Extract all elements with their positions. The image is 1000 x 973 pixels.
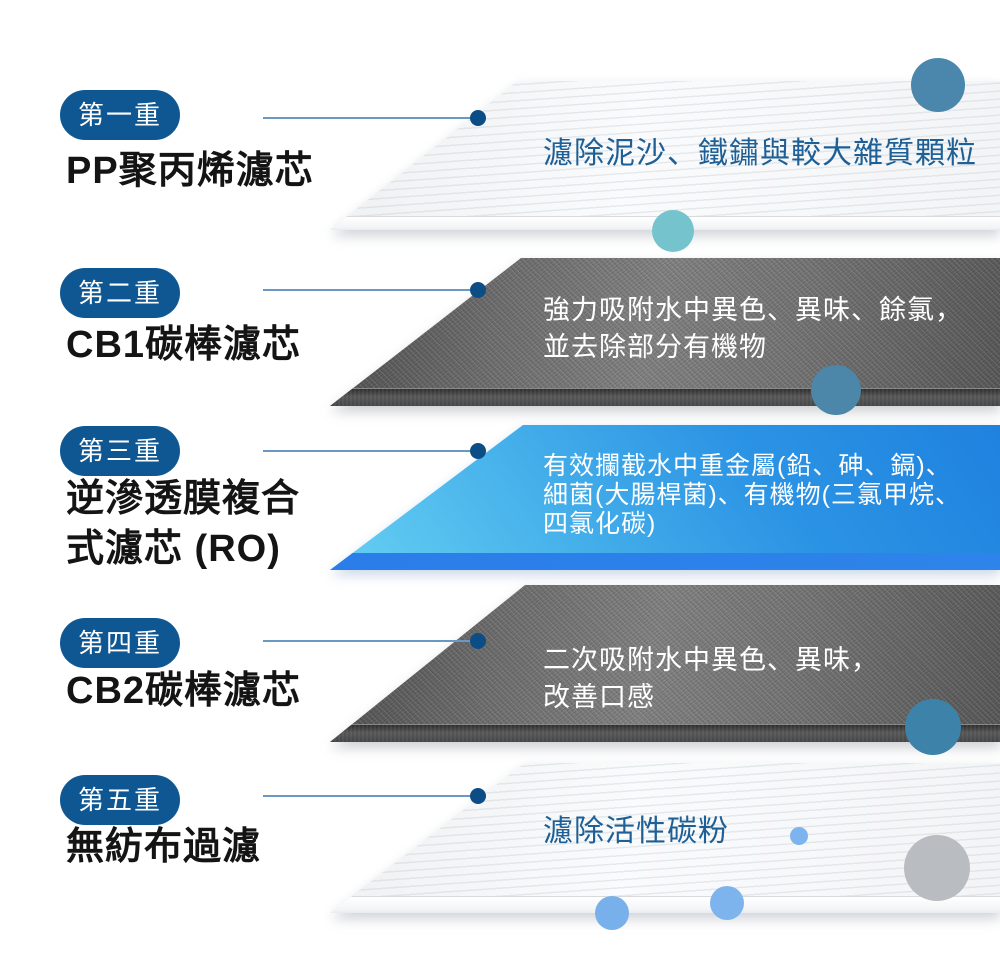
decorative-bubble-steel-blue-top (911, 58, 965, 112)
stage4-description-line1: 二次吸附水中異色、異味， (543, 645, 879, 675)
layer-graphic-stage4 (330, 585, 1000, 742)
stage3-connector-dot (470, 443, 486, 459)
stage2-badge: 第二重 (60, 268, 180, 318)
stage2-description-line2: 並去除部分有機物 (543, 332, 767, 362)
decorative-bubble-steel-blue-lower (905, 699, 961, 755)
stage5-title: 無紡布過濾 (66, 826, 262, 868)
ro-membrane-front-edge (330, 553, 1000, 570)
stage1-description: 濾除泥沙、鐵鏽與較大雜質顆粒 (543, 138, 977, 170)
stage2-description: 強力吸附水中異色、異味、餘氯， 並去除部分有機物 (543, 292, 963, 366)
stage3-title-line1: 逆滲透膜複合 (66, 478, 301, 520)
decorative-bubble-light-blue-left (595, 896, 629, 930)
stage4-badge: 第四重 (60, 618, 180, 668)
carbon-filter-front-edge (330, 388, 1000, 406)
decorative-bubble-gray (904, 835, 970, 901)
stage5-connector-line (263, 795, 478, 797)
stage4-description-line2: 改善口感 (543, 682, 655, 712)
stage3-badge: 第三重 (60, 426, 180, 476)
stage4-connector-dot (470, 633, 486, 649)
stage5-connector-dot (470, 788, 486, 804)
stage4-description: 二次吸附水中異色、異味， 改善口感 (543, 642, 879, 716)
stage2-description-line1: 強力吸附水中異色、異味、餘氯， (543, 295, 963, 325)
stage2-title: CB1碳棒濾芯 (66, 324, 302, 366)
stage2-connector-line (263, 289, 478, 291)
stage3-description: 有效攔截水中重金屬(鉛、砷、鎘)、 細菌(大腸桿菌)、有機物(三氯甲烷、 四氯化… (543, 452, 961, 539)
carbon-filter-front-edge (330, 724, 1000, 742)
stage3-title-line2: 式濾芯 (RO) (66, 528, 281, 570)
stage1-connector-line (263, 117, 478, 119)
decorative-bubble-steel-blue-mid (811, 365, 861, 415)
layer-graphic-stage5 (330, 763, 1000, 913)
stage5-description: 濾除活性碳粉 (543, 816, 729, 848)
layer-graphic-stage3 (330, 425, 1000, 570)
stage3-description-line3: 四氯化碳) (543, 510, 657, 538)
stage3-description-line1: 有效攔截水中重金屬(鉛、砷、鎘)、 (543, 452, 952, 480)
stage3-connector-line (263, 450, 478, 452)
stage1-title: PP聚丙烯濾芯 (66, 150, 314, 192)
stage1-description-line1: 濾除泥沙、鐵鏽與較大雜質顆粒 (543, 137, 977, 170)
stage5-badge: 第五重 (60, 775, 180, 825)
decorative-bubble-light-blue-right (710, 886, 744, 920)
stage3-title: 逆滲透膜複合 式濾芯 (RO) (66, 474, 300, 574)
stage5-description-line1: 濾除活性碳粉 (543, 815, 729, 848)
stage1-badge: 第一重 (60, 90, 180, 140)
stage4-title: CB2碳棒濾芯 (66, 670, 302, 712)
layer-graphic-stage2 (330, 258, 1000, 406)
stage2-connector-dot (470, 282, 486, 298)
stage4-connector-line (263, 640, 478, 642)
stage3-description-line2: 細菌(大腸桿菌)、有機物(三氯甲烷、 (543, 481, 961, 509)
nonwoven-filter-front-edge (330, 896, 1000, 913)
decorative-bubble-small-light-blue (790, 827, 808, 845)
decorative-bubble-teal (652, 210, 694, 252)
stage1-connector-dot (470, 110, 486, 126)
